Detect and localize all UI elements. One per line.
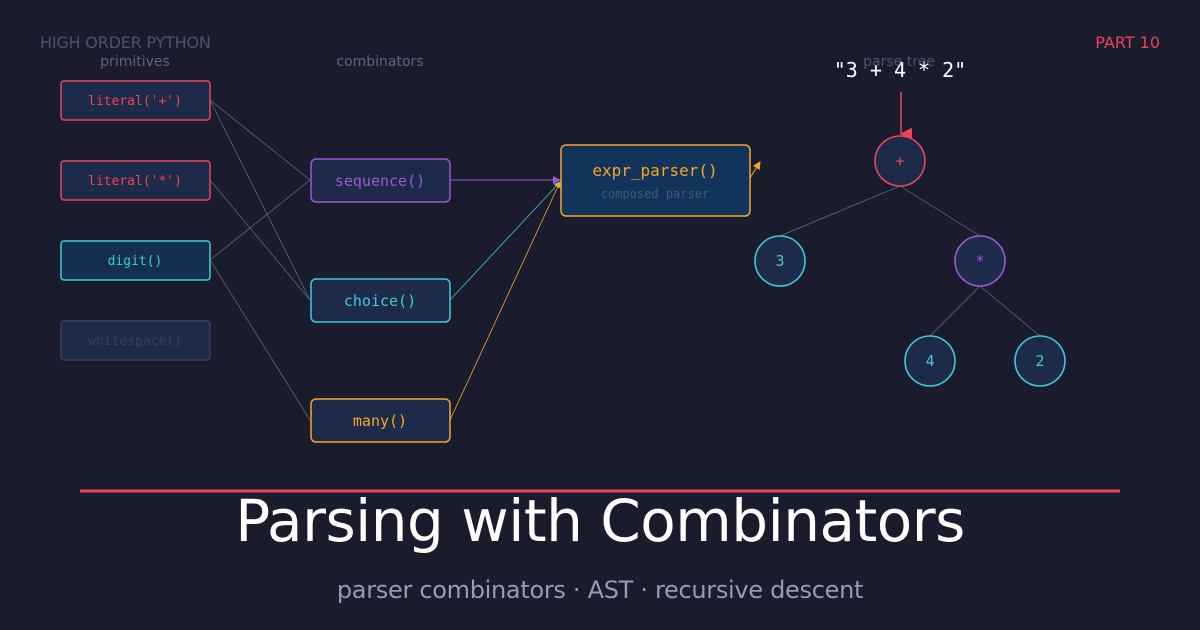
column-label-primitives: primitives: [100, 54, 170, 70]
combinator-label: sequence(): [335, 172, 425, 190]
composed-parser-node: expr_parser() composed parser: [560, 144, 751, 217]
tree-node-label: 4: [925, 352, 934, 370]
primitive-label: literal('*'): [88, 174, 182, 189]
combinator-label: choice(): [344, 292, 416, 310]
column-label-combinators: combinators: [336, 54, 423, 70]
edge-digit-sequence: [209, 179, 311, 261]
column-label-parse-tree: parse tree: [863, 54, 935, 70]
tree-node-4: 4: [904, 335, 956, 387]
tree-node-label: 3: [775, 252, 784, 270]
tree-node-label: *: [975, 252, 984, 270]
part-label: PART 10: [1095, 33, 1160, 52]
tree-node-label: +: [895, 152, 904, 170]
primitive-node-digit: digit(): [60, 240, 211, 281]
primitive-node-whitespace: whitespace(): [60, 320, 211, 361]
edge-digit-many: [209, 259, 311, 421]
page-title: Parsing with Combinators: [235, 487, 965, 555]
composed-parser-label: expr_parser(): [592, 161, 717, 180]
combinator-node-choice: choice(): [310, 278, 451, 323]
edge-many-composed: [449, 181, 561, 421]
primitive-label: whitespace(): [88, 334, 182, 349]
tree-node-times: *: [954, 235, 1006, 287]
input-expression: "3 + 4 * 2": [834, 58, 966, 82]
tree-edges: [779, 185, 1041, 337]
combinator-node-many: many(): [310, 398, 451, 443]
tree-edge: [979, 285, 1041, 337]
edge-choice-composed: [449, 181, 561, 301]
composed-parser-sublabel: composed parser: [601, 187, 709, 201]
tree-node-2: 2: [1014, 335, 1066, 387]
primitive-edges: [209, 99, 311, 421]
tree-edge: [899, 185, 981, 237]
brand-label: HIGH ORDER PYTHON: [40, 33, 211, 52]
primitive-label: literal('+'): [88, 94, 182, 109]
page-subtitle: parser combinators · AST · recursive des…: [336, 576, 864, 604]
tree-edge: [779, 185, 901, 237]
edge-literal-times-choice: [209, 179, 311, 301]
combinator-label: many(): [353, 412, 407, 430]
edge-literal-plus-sequence: [209, 99, 311, 181]
primitive-label: digit(): [108, 254, 163, 269]
combinator-node-sequence: sequence(): [310, 158, 451, 203]
edge-literal-plus-choice: [209, 99, 311, 301]
primitive-node-literal-plus: literal('+'): [60, 80, 211, 121]
tree-edge: [929, 285, 981, 337]
tree-node-3: 3: [754, 235, 806, 287]
tree-node-label: 2: [1035, 352, 1044, 370]
composed-output-arrow: [749, 161, 761, 179]
primitive-node-literal-times: literal('*'): [60, 160, 211, 201]
tree-node-plus: +: [874, 135, 926, 187]
